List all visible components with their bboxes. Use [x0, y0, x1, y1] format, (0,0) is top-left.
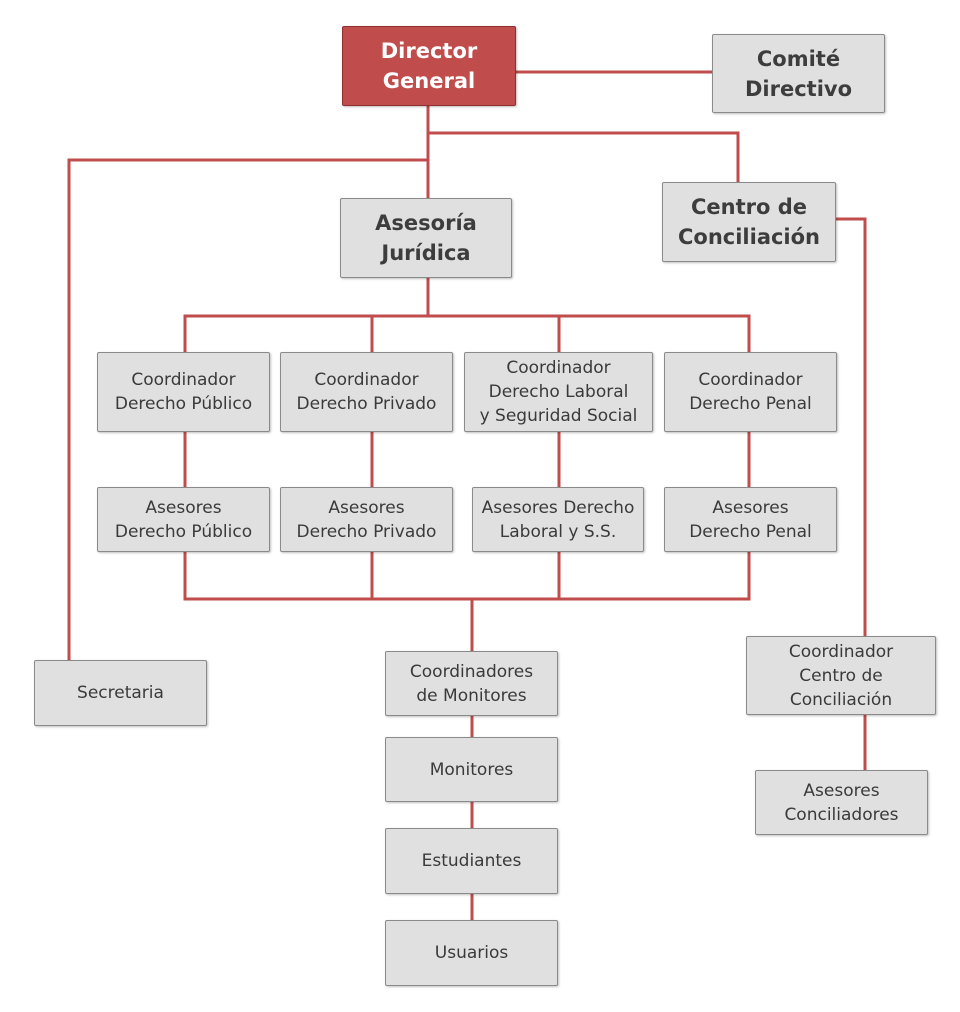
node-estudiantes: Estudiantes	[385, 828, 558, 894]
node-monitores: Monitores	[385, 737, 558, 802]
node-usuarios: Usuarios	[385, 920, 558, 986]
node-secretaria: Secretaria	[34, 660, 207, 726]
